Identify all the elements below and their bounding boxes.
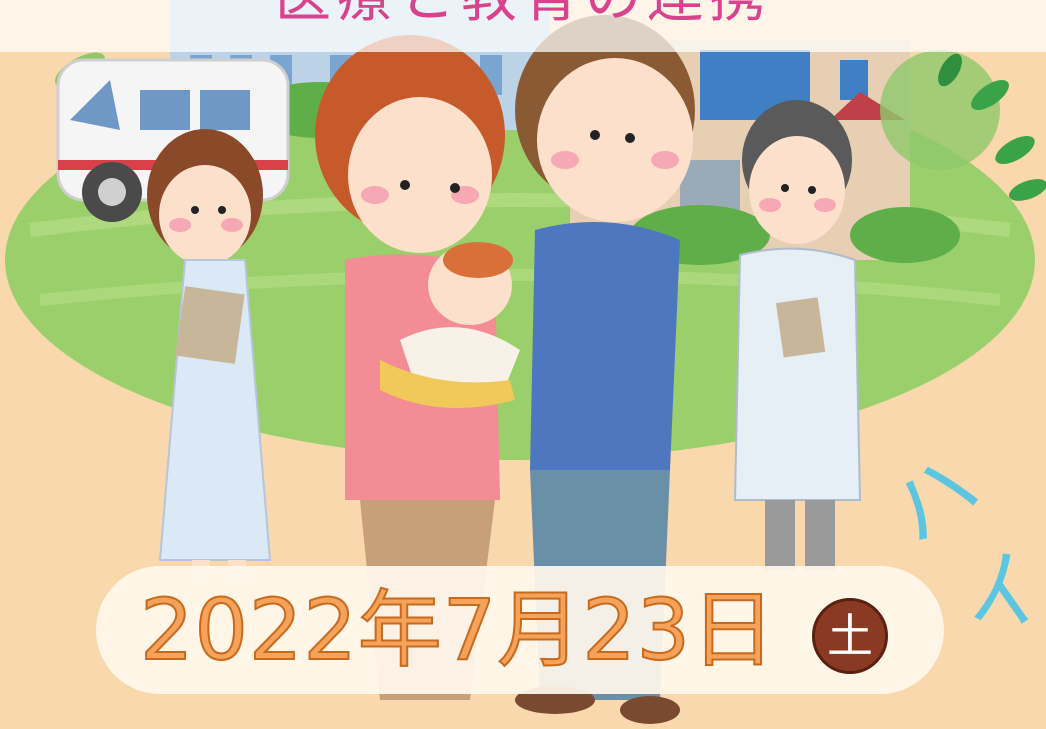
event-date: 2022年7月23日 — [139, 580, 777, 680]
doctor — [733, 100, 862, 570]
event-title: 医療と教育の連携 — [0, 0, 1046, 28]
date-banner — [96, 566, 944, 694]
side-text: ハイ — [872, 386, 1046, 663]
day-of-week: 土 — [827, 609, 873, 663]
day-of-week-badge: 土 — [812, 598, 888, 674]
title-strip: 医療と教育の連携 — [0, 0, 1046, 52]
